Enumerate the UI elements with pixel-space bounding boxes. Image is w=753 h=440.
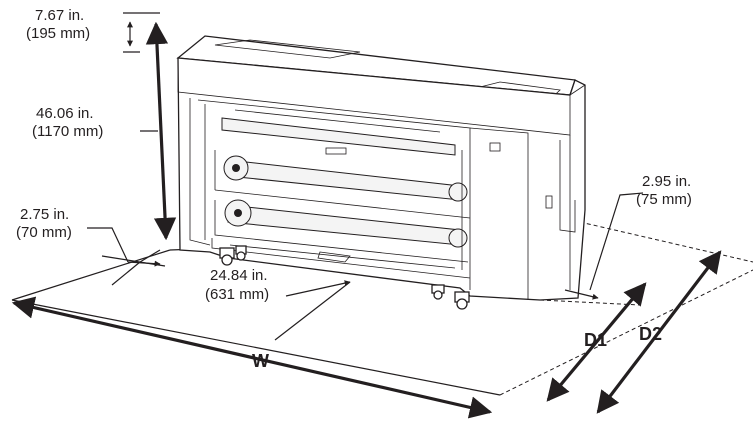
depth2-label: D2 <box>639 324 662 344</box>
printer-illustration <box>176 35 586 310</box>
leg-spacing-in-label: 24.84 in. <box>210 267 268 284</box>
rear-offset-in-label: 2.95 in. <box>642 173 691 190</box>
top-clearance-in-label: 7.67 in. <box>35 7 84 24</box>
caster-front-left <box>219 247 235 266</box>
top-clearance-mm-label: (195 mm) <box>26 25 90 42</box>
width-label: W <box>252 351 269 371</box>
height-mm-label: (1170 mm) <box>32 123 103 140</box>
rear-offset-dimension: 2.95 in. (75 mm) <box>564 173 692 300</box>
caster-back-left <box>235 245 247 261</box>
width-dimension: W <box>11 296 493 419</box>
height-dimension: 46.06 in. (1170 mm) <box>32 21 177 241</box>
side-offset-in-label: 2.75 in. <box>20 206 69 223</box>
height-in-label: 46.06 in. <box>36 105 94 122</box>
depth1-label: D1 <box>584 330 607 350</box>
top-clearance-dimension: 7.67 in. (195 mm) <box>26 7 160 53</box>
caster-back-right <box>431 284 445 300</box>
leg-spacing-dimension: 24.84 in. (631 mm) <box>205 267 351 341</box>
depth2-dimension: D2 <box>596 250 722 414</box>
side-offset-dimension: 2.75 in. (70 mm) <box>16 206 166 286</box>
leg-spacing-mm-label: (631 mm) <box>205 286 269 303</box>
caster-front-right <box>454 291 470 310</box>
rear-offset-mm-label: (75 mm) <box>636 191 692 208</box>
side-offset-mm-label: (70 mm) <box>16 224 72 241</box>
